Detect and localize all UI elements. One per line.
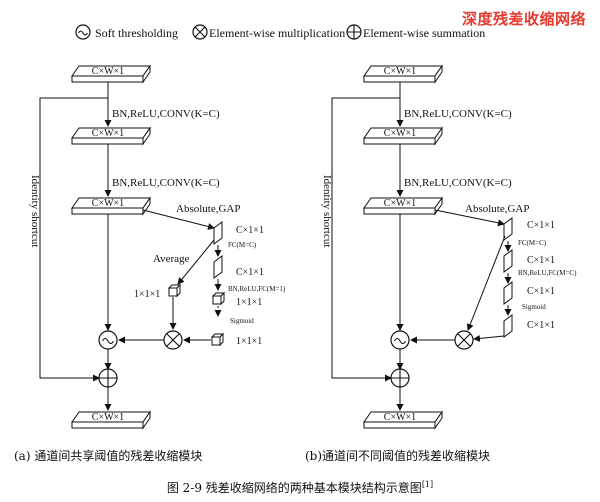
multiply-node-a xyxy=(163,330,183,350)
label-a-average: Average xyxy=(153,253,190,265)
block-b1: C×W×1 xyxy=(363,64,443,84)
caption-a: (a) 通道间共享阈值的残差收缩模块 xyxy=(14,449,203,463)
block-a4: C×W×1 xyxy=(71,410,151,430)
block-b2-label: C×W×1 xyxy=(384,128,416,139)
label-b-c11-3: C×1×1 xyxy=(527,286,555,297)
legend: Soft thresholding Element-wise multiplic… xyxy=(75,24,485,40)
arrow-a-average xyxy=(177,239,215,285)
diagram-a: C×W×1 C×W×1 C×W×1 C×W×1 BN,ReLU,CONV(K=C… xyxy=(29,64,286,430)
label-b-c11-2: C×1×1 xyxy=(527,255,555,266)
block-b3: C×W×1 xyxy=(363,196,443,216)
cube-a-111-2 xyxy=(210,332,225,347)
label-absolute-gap-b: Absolute,GAP xyxy=(465,203,529,215)
arrow-a-gap xyxy=(142,209,215,230)
vector-a-c11-2 xyxy=(213,255,223,279)
sum-icon xyxy=(346,24,362,40)
label-identity-shortcut-b: Identity shortcut xyxy=(321,175,333,247)
label-a-bn-relu-fc-m1: BN,ReLU,FC(M=1) xyxy=(228,285,286,293)
figure-caption: 图 2-9 残差收缩网络的两种基本模块结构示意图[1] xyxy=(0,479,600,496)
label-a-c11-2: C×1×1 xyxy=(236,267,264,278)
label-b-bn-relu-conv-1: BN,ReLU,CONV(K=C) xyxy=(404,108,512,120)
sum-node-a xyxy=(98,368,118,388)
label-absolute-gap-a: Absolute,GAP xyxy=(176,203,240,215)
soft-threshold-node-b xyxy=(390,330,410,350)
multiply-icon xyxy=(192,24,208,40)
label-a-fc-mc: FC(M=C) xyxy=(228,241,257,249)
block-a4-label: C×W×1 xyxy=(92,412,124,423)
legend-element-multiplication: Element-wise multiplication xyxy=(209,26,345,40)
identity-shortcut-b xyxy=(331,97,400,382)
diagram-canvas: Soft thresholding Element-wise multiplic… xyxy=(29,24,577,430)
label-b-bn-relu-conv-2: BN,ReLU,CONV(K=C) xyxy=(404,177,512,189)
block-a3-label: C×W×1 xyxy=(92,198,124,209)
figure-caption-footnote: [1] xyxy=(421,480,434,489)
label-b-sigmoid: Sigmoid xyxy=(522,303,546,311)
label-identity-shortcut-a: Identity shortcut xyxy=(29,175,41,247)
vector-b-c11-3 xyxy=(503,281,513,305)
arrow-b-scale-in xyxy=(473,334,505,342)
block-b1-label: C×W×1 xyxy=(384,66,416,77)
block-a3: C×W×1 xyxy=(71,196,151,216)
legend-soft-thresholding: Soft thresholding xyxy=(95,26,178,40)
label-a-c11-1: C×1×1 xyxy=(236,225,264,236)
label-a-111-avg: 1×1×1 xyxy=(134,289,160,300)
vector-a-c11-1 xyxy=(213,221,223,245)
cube-a-111-1 xyxy=(211,291,226,306)
soft-threshold-node-a xyxy=(98,330,118,350)
label-a-111-2: 1×1×1 xyxy=(236,336,262,347)
block-a1-label: C×W×1 xyxy=(92,66,124,77)
diagram-b: C×W×1 C×W×1 C×W×1 C×W×1 BN,ReLU,CONV(K=C… xyxy=(321,64,577,430)
vector-b-c11-2 xyxy=(503,249,513,273)
arrow-b-skip xyxy=(466,235,506,331)
caption-b: (b)通道间不同阈值的残差收缩模块 xyxy=(305,449,491,463)
figure-caption-text: 图 2-9 残差收缩网络的两种基本模块结构示意图 xyxy=(166,481,422,495)
block-b3-label: C×W×1 xyxy=(384,198,416,209)
block-b2: C×W×1 xyxy=(363,126,443,146)
watermark-title: 深度残差收缩网络 xyxy=(461,10,586,28)
block-a2-label: C×W×1 xyxy=(92,128,124,139)
label-a-bn-relu-conv-1: BN,ReLU,CONV(K=C) xyxy=(112,108,220,120)
vector-b-c11-4 xyxy=(503,314,513,338)
label-b-fc-mc: FC(M=C) xyxy=(518,239,547,247)
sum-node-b xyxy=(390,368,410,388)
arrow-b-gap xyxy=(434,209,505,227)
vector-b-c11-1 xyxy=(503,217,513,241)
soft-threshold-icon xyxy=(75,24,91,40)
block-b4-label: C×W×1 xyxy=(384,412,416,423)
legend-element-summation: Element-wise summation xyxy=(363,26,485,40)
label-a-bn-relu-conv-2: BN,ReLU,CONV(K=C) xyxy=(112,177,220,189)
label-b-bn-relu-fc-mc: BN,ReLU,FC(M=C) xyxy=(518,269,577,277)
cube-a-average xyxy=(167,283,182,298)
identity-shortcut-a xyxy=(39,97,108,382)
block-b4: C×W×1 xyxy=(363,410,443,430)
multiply-node-b xyxy=(454,330,474,350)
label-a-sigmoid: Sigmoid xyxy=(230,317,254,325)
block-a2: C×W×1 xyxy=(71,126,151,146)
label-b-c11-4: C×1×1 xyxy=(527,320,555,331)
label-a-111-1: 1×1×1 xyxy=(236,297,262,308)
label-b-c11-1: C×1×1 xyxy=(527,220,555,231)
block-a1: C×W×1 xyxy=(71,64,151,84)
